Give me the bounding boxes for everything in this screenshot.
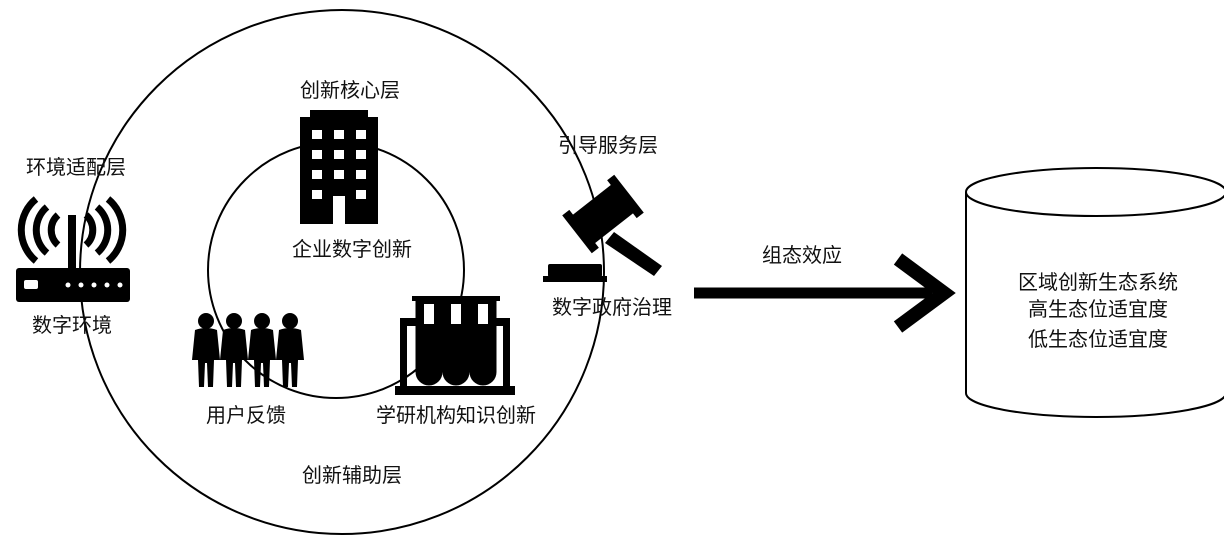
guide-layer-label: 引导服务层: [558, 133, 658, 157]
effect-label: 组态效应: [762, 243, 842, 267]
test-tubes-icon: [395, 296, 515, 395]
enterprise-label: 企业数字创新: [292, 237, 412, 261]
auxiliary-layer-label: 创新辅助层: [302, 463, 402, 487]
users-label: 用户反馈: [206, 403, 286, 427]
people-group-icon: [192, 313, 304, 387]
office-building-icon: [300, 110, 378, 224]
research-label: 学研机构知识创新: [376, 403, 536, 427]
arrow-right-icon: [694, 253, 956, 333]
outcome-title: 区域创新生态系统: [1018, 270, 1178, 294]
wifi-router-icon: [16, 196, 130, 302]
outcome-low: 低生态位适宜度: [1028, 327, 1168, 351]
environment-label: 数字环境: [32, 313, 112, 337]
government-label: 数字政府治理: [552, 295, 672, 319]
outcome-high: 高生态位适宜度: [1028, 297, 1168, 321]
core-layer-label: 创新核心层: [300, 78, 400, 102]
environment-layer-label: 环境适配层: [26, 155, 126, 179]
gavel-icon: [543, 174, 662, 282]
database-cylinder-icon: [965, 167, 1224, 418]
